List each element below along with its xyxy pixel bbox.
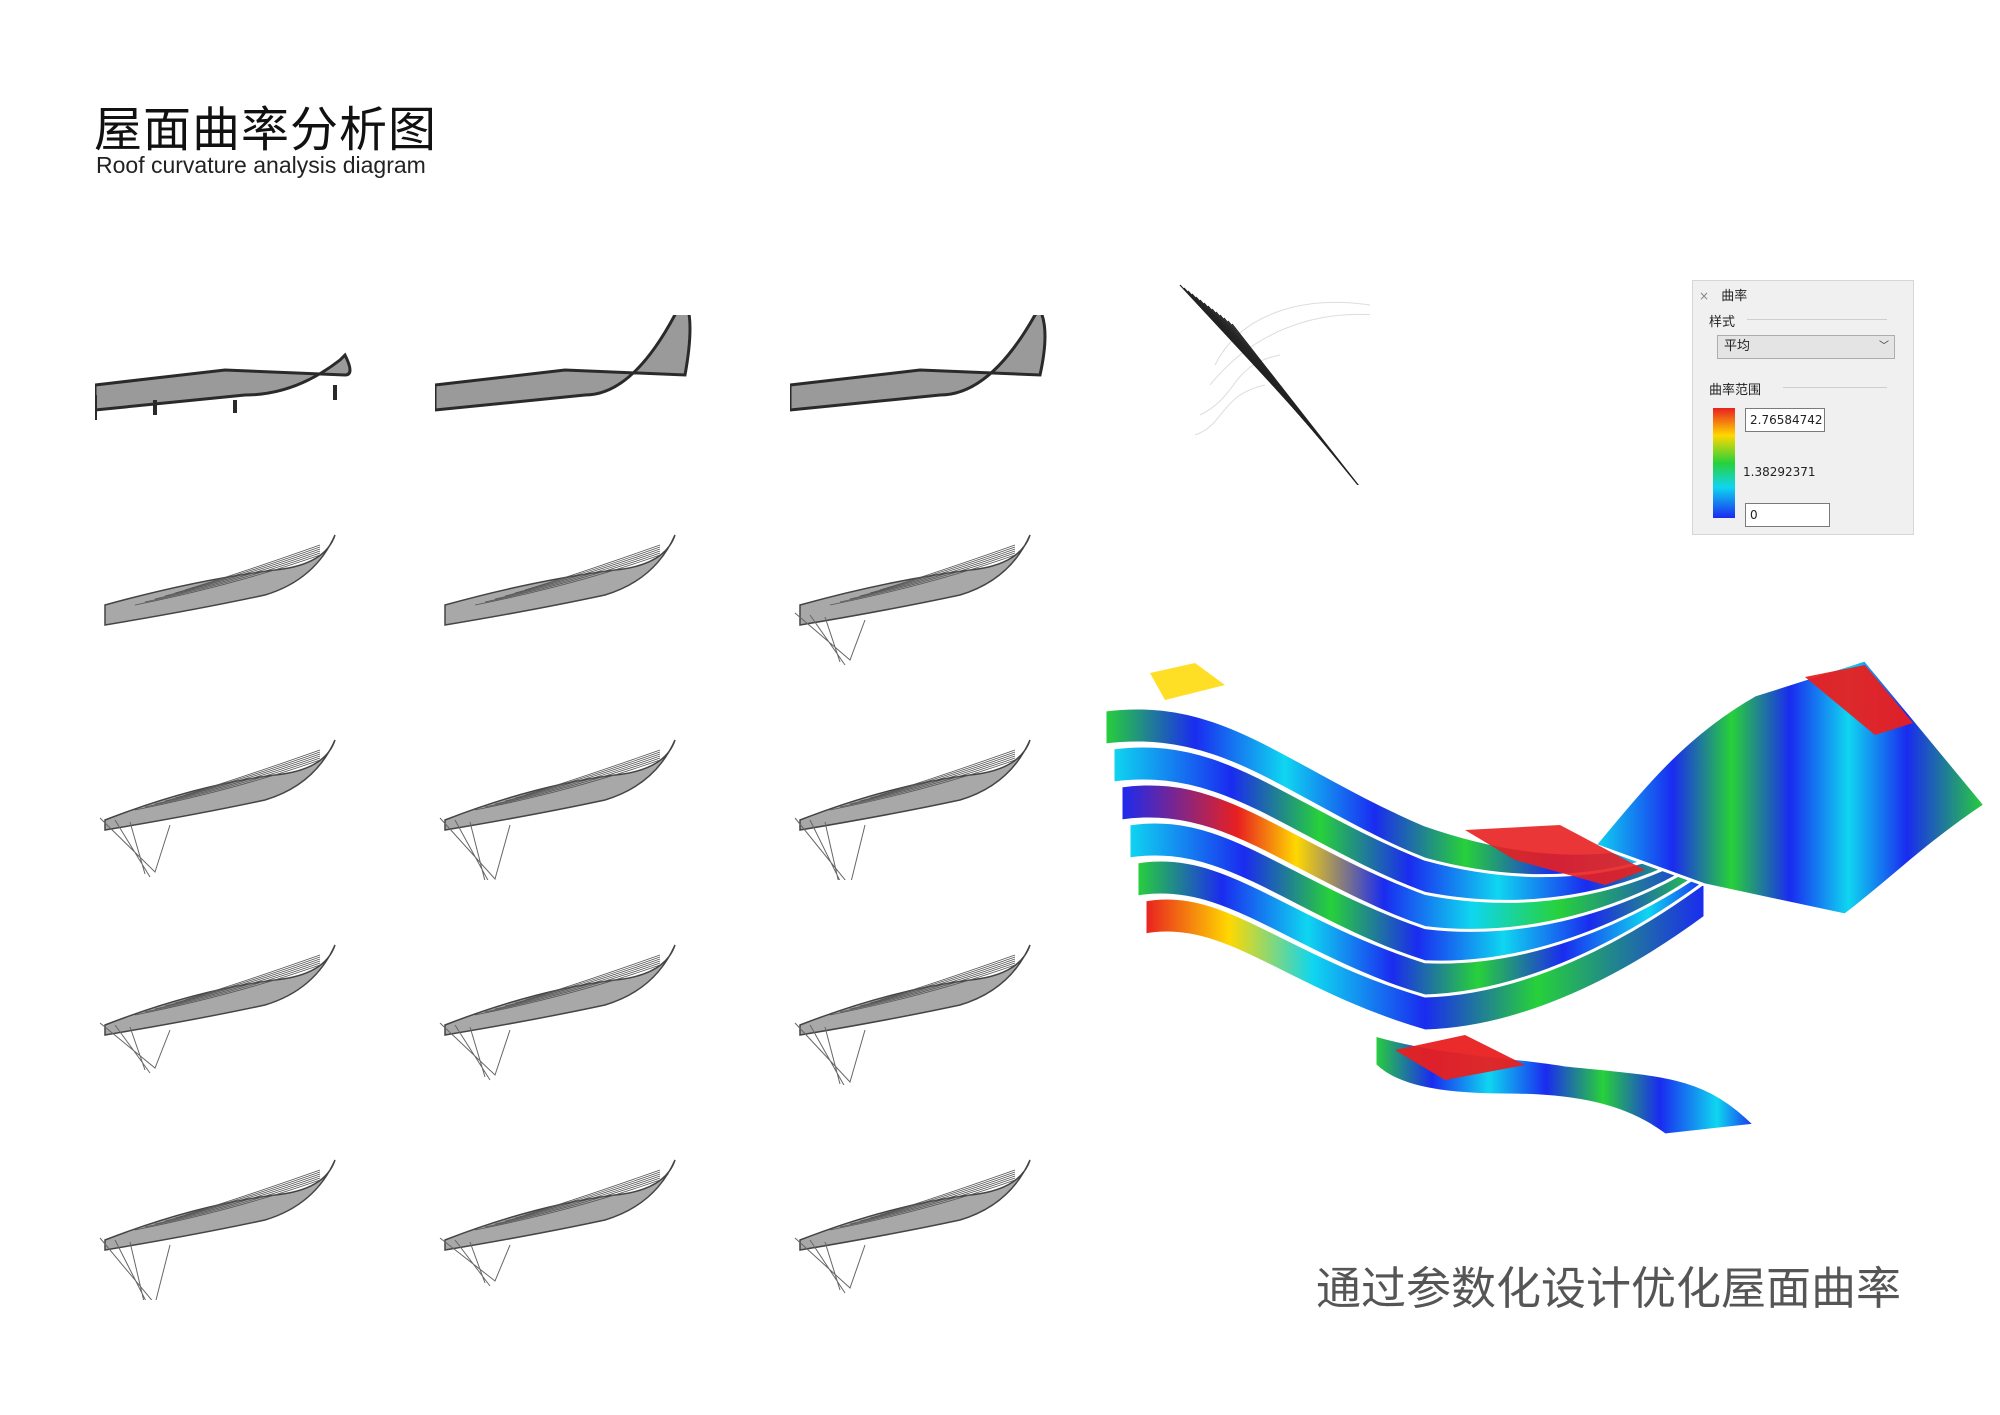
roof-model-4 [95,525,395,675]
range-divider [1783,387,1887,388]
style-select-value: 平均 [1724,339,1751,354]
high-curvature-patch [1805,665,1913,735]
roof-model-2 [435,315,735,465]
roof-model-9 [790,730,1090,880]
roof-model-grid [95,315,1090,1300]
roof-model-7 [95,730,395,880]
roof-model-1 [95,315,395,465]
roof-model-6 [790,525,1090,675]
roof-model-12 [790,935,1090,1085]
range-label: 曲率范围 [1709,383,1762,398]
caption-text: 通过参数化设计优化屋面曲率 [1316,1262,1902,1315]
curvature-color-gradient [1713,408,1735,518]
panel-title: 曲率 [1721,289,1748,304]
chevron-down-icon: ﹀ [1879,341,1889,352]
mid-value-label: 1.38292371 [1743,465,1816,479]
roof-model-3 [790,315,1090,465]
high-curvature-patch [1465,825,1645,885]
roof-model-8 [435,730,735,880]
curvature-strip [1143,879,1707,1033]
mid-curvature-patch [1150,663,1225,700]
page-title: 屋面曲率分析图 [94,102,438,158]
wireframe-lines-graphic [1179,284,1370,485]
style-label: 样式 [1709,315,1736,330]
curvature-panel: × 曲率 样式 平均 ﹀ 曲率范围 2.76584742 1.38292371 … [1692,280,1914,535]
min-value-input[interactable]: 0 [1745,503,1830,527]
roof-model-5 [435,525,735,675]
panel-header: × 曲率 [1699,285,1747,304]
close-icon[interactable]: × [1699,289,1710,303]
roof-model-13 [95,1150,395,1300]
roof-model-10 [95,935,395,1085]
roof-model-15 [790,1150,1090,1300]
roof-model-14 [435,1150,735,1300]
style-divider [1747,319,1887,320]
max-value-input[interactable]: 2.76584742 [1745,408,1825,432]
style-select[interactable]: 平均 ﹀ [1717,335,1895,359]
high-curvature-patch [1395,1035,1525,1080]
roof-model-11 [435,935,735,1085]
page-subtitle: Roof curvature analysis diagram [96,152,426,178]
roof-curvature-heatmap [1105,658,1985,1135]
